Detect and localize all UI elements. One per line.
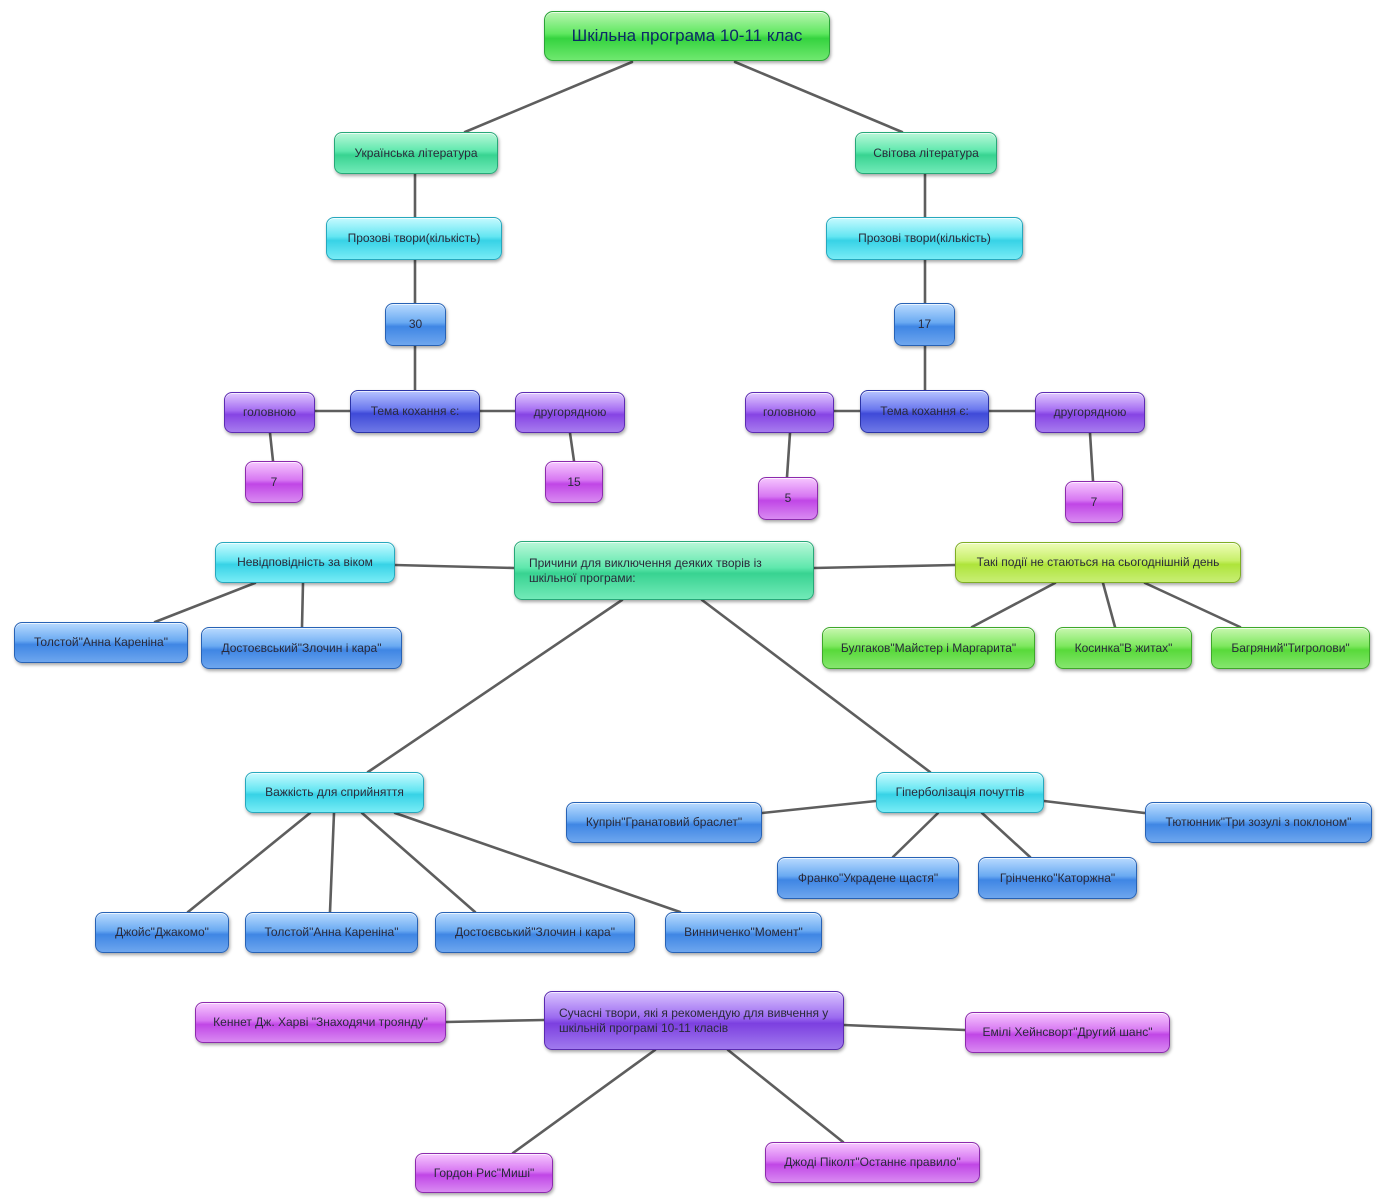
link-ukr-secondary-count	[568, 431, 576, 463]
ukr-secondary-count-node[interactable]: 15	[545, 461, 603, 503]
link-reasons-hyperbole	[700, 598, 932, 774]
link-world-secondary-count	[1088, 431, 1095, 483]
link-root-ukr	[463, 60, 634, 134]
link-hyperbole-item4	[1042, 799, 1147, 815]
link-age-item2	[300, 581, 305, 629]
world-prose-node[interactable]: Прозові твори(кількість)	[826, 217, 1023, 260]
events-item-bulgakov[interactable]: Булгаков"Майстер і Маргарита"	[822, 627, 1035, 669]
hyperbole-item-tiutiunnyk[interactable]: Тютюнник"Три зозулі з поклоном"	[1145, 802, 1372, 843]
link-hyperbole-item2	[891, 811, 940, 859]
link-ukr-main-count	[268, 431, 275, 463]
hyperbole-item-hrinchenko[interactable]: Грінченко"Каторжна"	[978, 857, 1137, 899]
reasons-node[interactable]: Причини для виключення деяких творів із …	[514, 541, 814, 600]
link-modern-item3	[511, 1048, 657, 1155]
world-secondary-node[interactable]: другорядною	[1035, 392, 1145, 433]
link-hyperbole-item1	[760, 799, 878, 815]
events-item-kosynka[interactable]: Косинка"В житах"	[1055, 627, 1192, 669]
age-mismatch-node[interactable]: Невідповідність за віком	[215, 542, 395, 583]
link-reasons-age	[393, 563, 516, 570]
ukr-literature-node[interactable]: Українська література	[334, 132, 498, 174]
age-item-dostoevsky[interactable]: Достоєвський"Злочин і кара"	[201, 627, 402, 669]
ukr-count-node[interactable]: 30	[385, 303, 446, 346]
link-difficulty-item1	[186, 811, 312, 914]
difficulty-item-dostoevsky[interactable]: Достоєвський"Злочин і кара"	[435, 912, 635, 953]
modern-item-rhys[interactable]: Гордон Рис"Миші"	[415, 1153, 553, 1193]
ukr-main-count-node[interactable]: 7	[245, 461, 303, 503]
link-events-item2	[1101, 581, 1117, 629]
link-reasons-events	[812, 563, 957, 570]
link-age-item1	[153, 581, 257, 624]
ukr-love-theme-node[interactable]: Тема кохання є:	[350, 390, 480, 433]
modern-item-hainsworth[interactable]: Емілі Хейнсворт"Другий шанс"	[965, 1012, 1170, 1053]
world-main-count-node[interactable]: 5	[758, 477, 818, 520]
difficulty-item-vynnychenko[interactable]: Винниченко"Момент"	[665, 912, 822, 953]
link-difficulty-item2	[328, 811, 336, 914]
link-modern-item4	[726, 1048, 845, 1144]
link-hyperbole-item3	[980, 811, 1032, 859]
modern-item-picoult[interactable]: Джоді Піколт"Останнє правило"	[765, 1142, 980, 1183]
world-main-node[interactable]: головною	[745, 392, 834, 433]
world-literature-node[interactable]: Світова література	[855, 132, 997, 174]
world-love-theme-node[interactable]: Тема кохання є:	[860, 390, 989, 433]
events-item-bahrianyi[interactable]: Багряний"Тигролови"	[1211, 627, 1370, 669]
root-node[interactable]: Шкільна програма 10-11 клас	[544, 11, 830, 61]
link-events-item3	[1143, 581, 1242, 629]
ukr-main-node[interactable]: головною	[224, 392, 315, 433]
modern-item-harvey[interactable]: Кеннет Дж. Харві "Знаходячи троянду"	[195, 1002, 446, 1043]
world-secondary-count-node[interactable]: 7	[1065, 481, 1123, 523]
difficulty-node[interactable]: Важкість для сприйняття	[245, 772, 424, 813]
link-modern-item2	[842, 1023, 967, 1032]
link-events-item1	[970, 581, 1057, 629]
link-difficulty-item3	[360, 811, 477, 914]
modern-works-node[interactable]: Сучасні твори, які я рекомендую для вивч…	[544, 991, 844, 1050]
difficulty-item-tolstoy[interactable]: Толстой"Анна Кареніна"	[245, 912, 418, 953]
world-count-node[interactable]: 17	[894, 303, 955, 346]
link-root-world	[733, 60, 904, 134]
link-world-main-count	[785, 431, 792, 479]
ukr-prose-node[interactable]: Прозові твори(кількість)	[326, 217, 502, 260]
hyperbole-node[interactable]: Гіперболізація почуттів	[876, 772, 1044, 813]
difficulty-item-joyce[interactable]: Джойс"Джакомо"	[95, 912, 229, 953]
link-modern-item1	[444, 1018, 546, 1024]
age-item-tolstoy[interactable]: Толстой"Анна Кареніна"	[14, 622, 188, 663]
hyperbole-item-kuprin[interactable]: Купрін"Гранатовий браслет"	[566, 802, 762, 843]
events-node[interactable]: Такі події не стаються на сьогоднішній д…	[955, 542, 1241, 583]
hyperbole-item-franko[interactable]: Франко"Украдене щастя"	[777, 857, 959, 899]
ukr-secondary-node[interactable]: другорядною	[515, 392, 625, 433]
link-reasons-difficulty	[366, 598, 624, 774]
link-difficulty-item4	[393, 811, 682, 914]
